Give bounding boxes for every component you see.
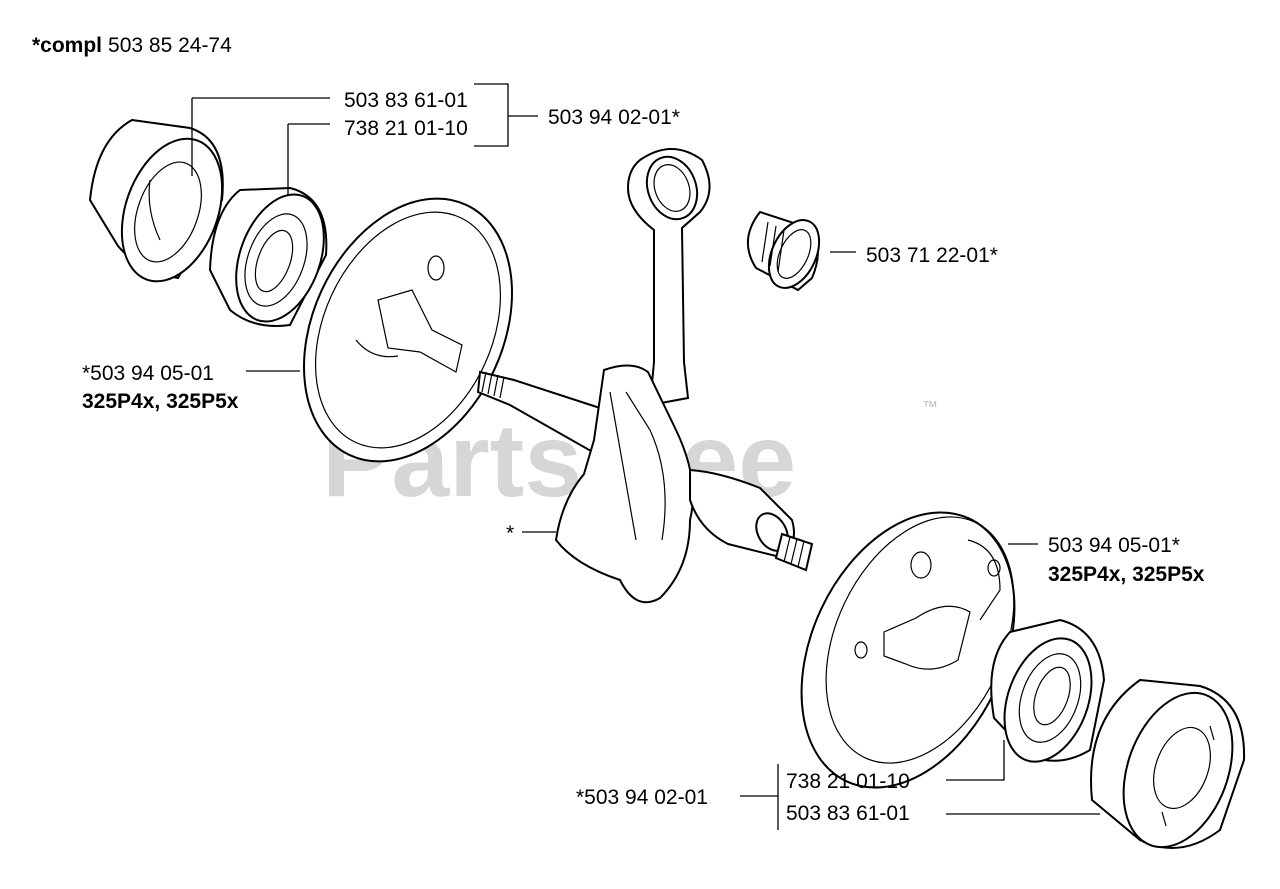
right-flywheel-models: 325P4x, 325P5x xyxy=(1048,563,1205,586)
top-ball-bearing[interactable] xyxy=(208,182,340,333)
bottom-bearing-set-label: *503 94 02-01 xyxy=(576,786,708,809)
top-bearing-set-label: 503 94 02-01* xyxy=(548,106,680,129)
bottom-bearing-upper-label: 738 21 01-10 xyxy=(786,770,910,793)
left-flywheel-models: 325P4x, 325P5x xyxy=(82,390,239,413)
crankshaft-label: * xyxy=(506,522,514,545)
right-flywheel-label: 503 94 05-01* xyxy=(1048,534,1180,557)
left-crank-half[interactable] xyxy=(264,165,553,495)
compl-prefix: *compl xyxy=(32,34,102,57)
needle-bearing[interactable] xyxy=(746,210,829,296)
compl-number: 503 85 24-74 xyxy=(108,34,232,57)
bottom-seal-ring[interactable] xyxy=(1090,678,1252,863)
bottom-bearing-lower-label: 503 83 61-01 xyxy=(786,802,910,825)
bottom-ball-bearing[interactable] xyxy=(989,618,1108,774)
top-bearing-lower-label: 738 21 01-10 xyxy=(344,117,468,140)
crankshaft-assembly[interactable] xyxy=(476,148,814,604)
top-bearing-upper-label: 503 83 61-01 xyxy=(344,89,468,112)
compl-header: *compl 503 85 24-74 xyxy=(32,34,232,57)
watermark-trademark: ™ xyxy=(922,399,938,416)
leader-lines xyxy=(191,83,1100,830)
left-flywheel-label: *503 94 05-01 xyxy=(82,362,214,385)
needle-bearing-label: 503 71 22-01* xyxy=(866,244,998,267)
top-seal-ring[interactable] xyxy=(88,118,241,295)
